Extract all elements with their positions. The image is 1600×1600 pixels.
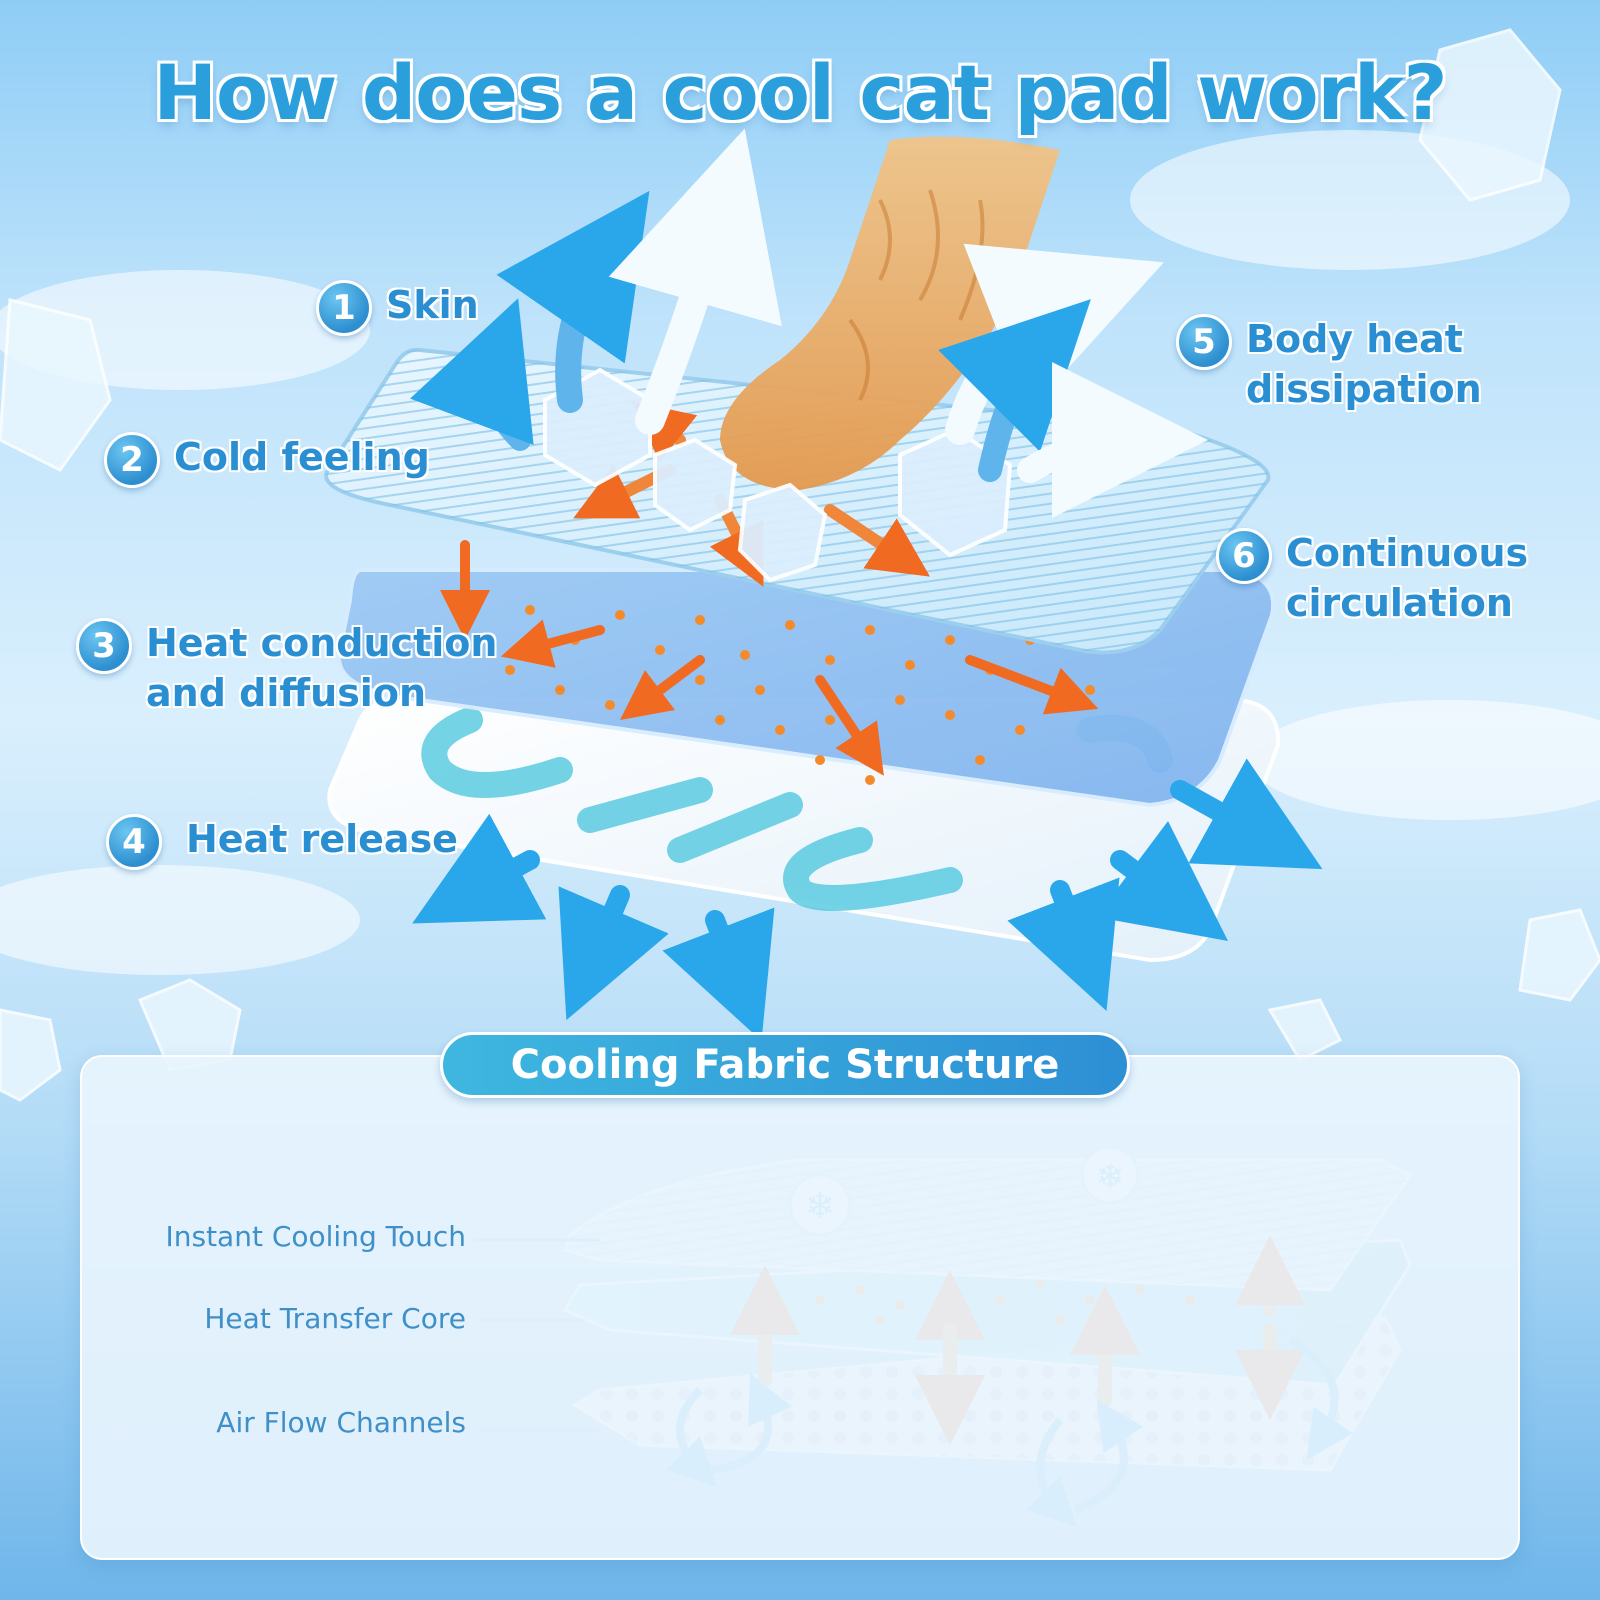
layer-label-air-channels: Air Flow Channels	[216, 1406, 466, 1439]
ice-cube-icon	[0, 298, 112, 472]
page-title: How does a cool cat pad work?	[153, 48, 1447, 137]
step-body-heat-dissipation: 5 Body heat dissipation	[1176, 314, 1482, 414]
structure-panel	[80, 1055, 1520, 1560]
step-label: Cold feeling	[174, 435, 430, 479]
step-label: Continuous circulation	[1286, 531, 1529, 625]
step-label: Body heat dissipation	[1246, 317, 1482, 411]
step-continuous-circulation: 6 Continuous circulation	[1216, 528, 1528, 628]
ice-cube-icon	[1267, 998, 1343, 1062]
step-number-badge: 3	[76, 618, 132, 674]
step-label: Skin	[386, 283, 479, 327]
step-number-badge: 1	[316, 280, 372, 336]
ice-cube-icon	[1518, 908, 1600, 1002]
step-label: Heat conduction and diffusion	[146, 621, 498, 715]
structure-title: Cooling Fabric Structure	[440, 1032, 1130, 1098]
layer-label-cooling-touch: Instant Cooling Touch	[165, 1220, 466, 1253]
step-cold-feeling: 2 Cold feeling	[104, 432, 430, 488]
layer-label-heat-core: Heat Transfer Core	[204, 1302, 466, 1335]
step-heat-release: 4 Heat release	[106, 814, 458, 870]
step-number-badge: 4	[106, 814, 162, 870]
step-number-badge: 6	[1216, 528, 1272, 584]
ice-cube-icon	[1418, 28, 1562, 202]
step-number-badge: 2	[104, 432, 160, 488]
step-heat-conduction: 3 Heat conduction and diffusion	[76, 618, 497, 718]
step-skin: 1 Skin	[316, 280, 479, 336]
ice-cube-icon	[653, 437, 738, 533]
ice-cube-icon	[0, 1008, 62, 1102]
ice-cube-icon	[737, 482, 828, 583]
step-label: Heat release	[186, 817, 458, 861]
step-number-badge: 5	[1176, 314, 1232, 370]
background-ice-cubes	[0, 28, 1600, 1102]
